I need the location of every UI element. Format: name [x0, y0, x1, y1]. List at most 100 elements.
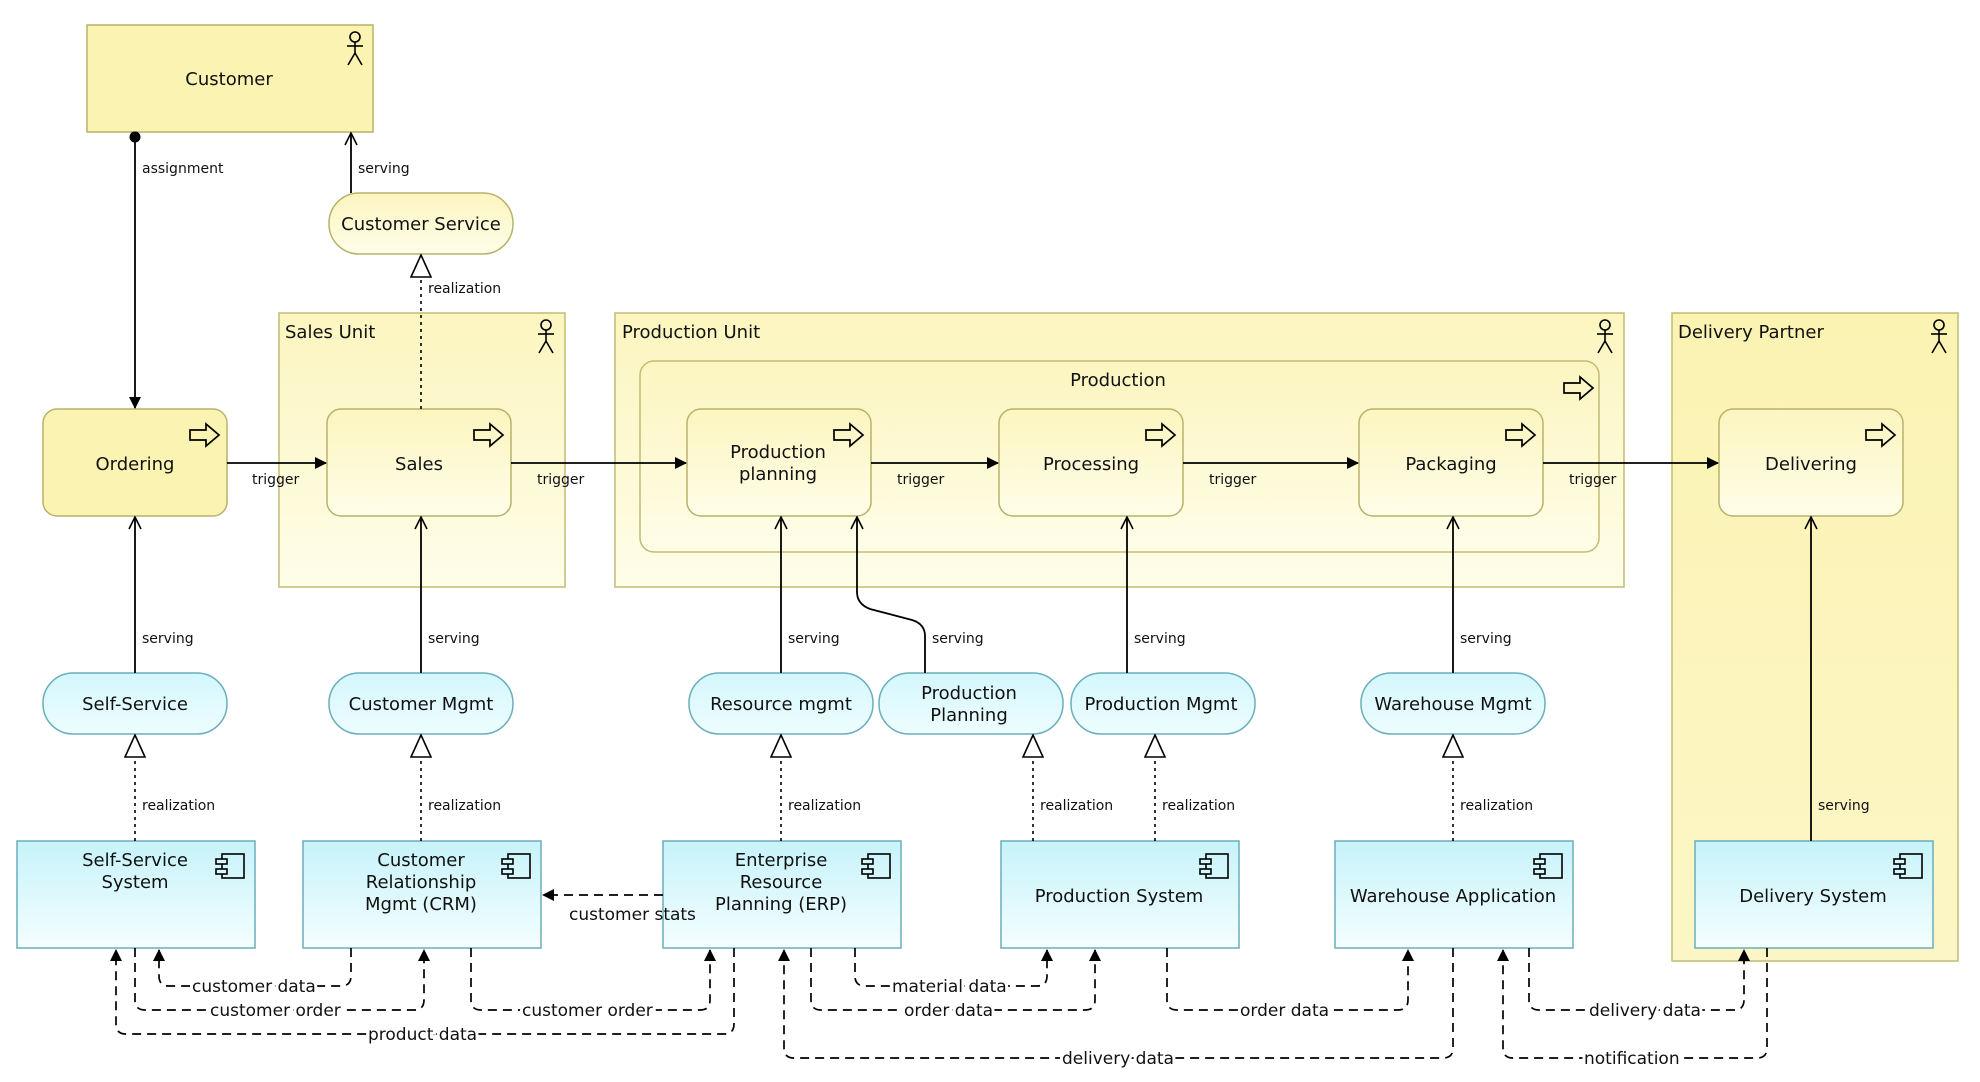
notification-label: notification: [1584, 1049, 1680, 1069]
production-system-component[interactable]: Production System: [1000, 840, 1240, 949]
product-data-label: product data: [368, 1025, 477, 1045]
serving-label: serving: [142, 631, 194, 647]
component-icon: [861, 853, 891, 879]
processing-process[interactable]: Processing: [998, 408, 1184, 517]
crm-label-1: Customer: [377, 850, 465, 871]
flow-relation-delivery-data[interactable]: delivery data: [778, 948, 1454, 1072]
realization-label: realization: [1040, 798, 1113, 814]
production-unit-label: Production Unit: [622, 322, 760, 343]
ordering-label: Ordering: [96, 454, 175, 475]
sales-process[interactable]: Sales: [326, 408, 512, 517]
crm-label-3: Mgmt (CRM): [365, 894, 477, 915]
serving-relation[interactable]: serving: [1453, 517, 1512, 673]
realization-label: realization: [428, 281, 501, 297]
production-planning-process[interactable]: Production planning: [686, 408, 872, 517]
trigger-label: trigger: [897, 472, 945, 488]
erp-label-2: Resource: [740, 872, 823, 893]
warehouse-mgmt-app-service[interactable]: Warehouse Mgmt: [1360, 672, 1546, 735]
component-icon: [1533, 853, 1563, 879]
order-data-label: order data: [904, 1001, 993, 1021]
ordering-process[interactable]: Ordering: [42, 408, 228, 517]
trigger-relation[interactable]: trigger: [871, 457, 999, 488]
self-service-app-service[interactable]: Self-Service: [42, 672, 228, 735]
serving-relation[interactable]: serving: [1127, 517, 1186, 673]
warehouse-application-label: Warehouse Application: [1350, 886, 1556, 907]
customer-actor[interactable]: Customer: [86, 24, 374, 133]
realization-relation[interactable]: realization: [1033, 735, 1113, 841]
process-arrow-icon: [1145, 422, 1177, 448]
self-service-label: Self-Service: [82, 694, 188, 715]
trigger-relation[interactable]: trigger: [511, 457, 687, 488]
flow-relation-notification[interactable]: notification: [1497, 948, 1768, 1072]
component-icon: [1893, 853, 1923, 879]
customer-mgmt-app-service[interactable]: Customer Mgmt: [328, 672, 514, 735]
customer-label: Customer: [185, 69, 273, 90]
flow-relation-customer-data[interactable]: customer data: [153, 948, 352, 1000]
assignment-relation[interactable]: assignment: [129, 131, 224, 409]
serving-relation[interactable]: serving: [857, 517, 984, 673]
customer-mgmt-label: Customer Mgmt: [349, 694, 494, 715]
actor-icon: [347, 31, 363, 66]
flow-relation-product-data[interactable]: product data: [110, 948, 735, 1048]
trigger-relation[interactable]: trigger: [227, 457, 327, 488]
material-data-label: material data: [892, 977, 1007, 997]
resource-mgmt-app-service[interactable]: Resource mgmt: [688, 672, 874, 735]
production-system-label: Production System: [1035, 886, 1204, 907]
actor-icon: [1597, 319, 1613, 354]
assignment-label: assignment: [142, 161, 224, 177]
realization-relation[interactable]: realization: [421, 255, 501, 409]
delivery-partner-label: Delivery Partner: [1678, 322, 1824, 343]
trigger-label: trigger: [537, 472, 585, 488]
delivery-system-component[interactable]: Delivery System: [1694, 840, 1934, 949]
realization-relation[interactable]: realization: [781, 735, 861, 841]
realization-label: realization: [788, 798, 861, 814]
production-mgmt-app-service[interactable]: Production Mgmt: [1070, 672, 1256, 735]
flow-relation-customer-stats[interactable]: customer stats: [542, 889, 696, 925]
erp-label-1: Enterprise: [735, 850, 828, 871]
realization-relation[interactable]: realization: [421, 735, 501, 841]
warehouse-application-component[interactable]: Warehouse Application: [1334, 840, 1574, 949]
self-service-system-component[interactable]: Self-Service System: [16, 840, 256, 949]
serving-relation[interactable]: serving: [135, 517, 194, 673]
realization-relation[interactable]: realization: [1453, 735, 1533, 841]
serving-relation[interactable]: serving: [781, 517, 840, 673]
customer-service-label: Customer Service: [341, 214, 501, 235]
flow-relation-material-data[interactable]: material data: [854, 948, 1053, 1000]
flow-relation-customer-order[interactable]: customer order: [470, 948, 716, 1024]
production-mgmt-label: Production Mgmt: [1084, 694, 1237, 715]
order-data-label: order data: [1240, 1001, 1329, 1021]
packaging-process[interactable]: Packaging: [1358, 408, 1544, 517]
serving-relation[interactable]: serving: [351, 133, 410, 193]
production-planning-app-service[interactable]: Production Planning: [878, 672, 1064, 735]
trigger-relation[interactable]: trigger: [1183, 457, 1359, 488]
realization-label: realization: [1162, 798, 1235, 814]
trigger-label: trigger: [252, 472, 300, 488]
delivery-data-label: delivery data: [1062, 1049, 1174, 1069]
serving-relation[interactable]: serving: [1811, 517, 1870, 841]
realization-label: realization: [1460, 798, 1533, 814]
self-service-system-label-2: System: [101, 872, 168, 893]
production-planning-label-1: Production: [730, 442, 826, 463]
serving-relation[interactable]: serving: [421, 517, 480, 673]
crm-component[interactable]: Customer Relationship Mgmt (CRM): [302, 840, 542, 949]
production-planning-service-label-2: Planning: [930, 705, 1008, 726]
sales-unit-label: Sales Unit: [285, 322, 375, 343]
erp-component[interactable]: Enterprise Resource Planning (ERP): [662, 840, 902, 949]
realization-relation[interactable]: realization: [1155, 735, 1235, 841]
serving-label: serving: [358, 161, 410, 177]
flow-relation-customer-order[interactable]: customer order: [134, 948, 430, 1024]
delivering-label: Delivering: [1765, 454, 1857, 475]
production-planning-service-label-1: Production: [921, 683, 1017, 704]
delivering-process[interactable]: Delivering: [1718, 408, 1904, 517]
flow-relation-order-data[interactable]: order data: [1166, 948, 1414, 1024]
realization-relation[interactable]: realization: [135, 735, 215, 841]
trigger-relation[interactable]: trigger: [1543, 457, 1719, 488]
production-planning-label-2: planning: [739, 464, 817, 485]
customer-service[interactable]: Customer Service: [328, 192, 514, 255]
flow-relation-order-data[interactable]: order data: [810, 948, 1101, 1024]
customer-stats-label: customer stats: [569, 905, 696, 925]
flow-relation-delivery-data[interactable]: delivery data: [1528, 948, 1750, 1024]
production-label: Production: [1070, 370, 1166, 391]
delivery-data-label: delivery data: [1589, 1001, 1701, 1021]
process-arrow-icon: [1505, 422, 1537, 448]
